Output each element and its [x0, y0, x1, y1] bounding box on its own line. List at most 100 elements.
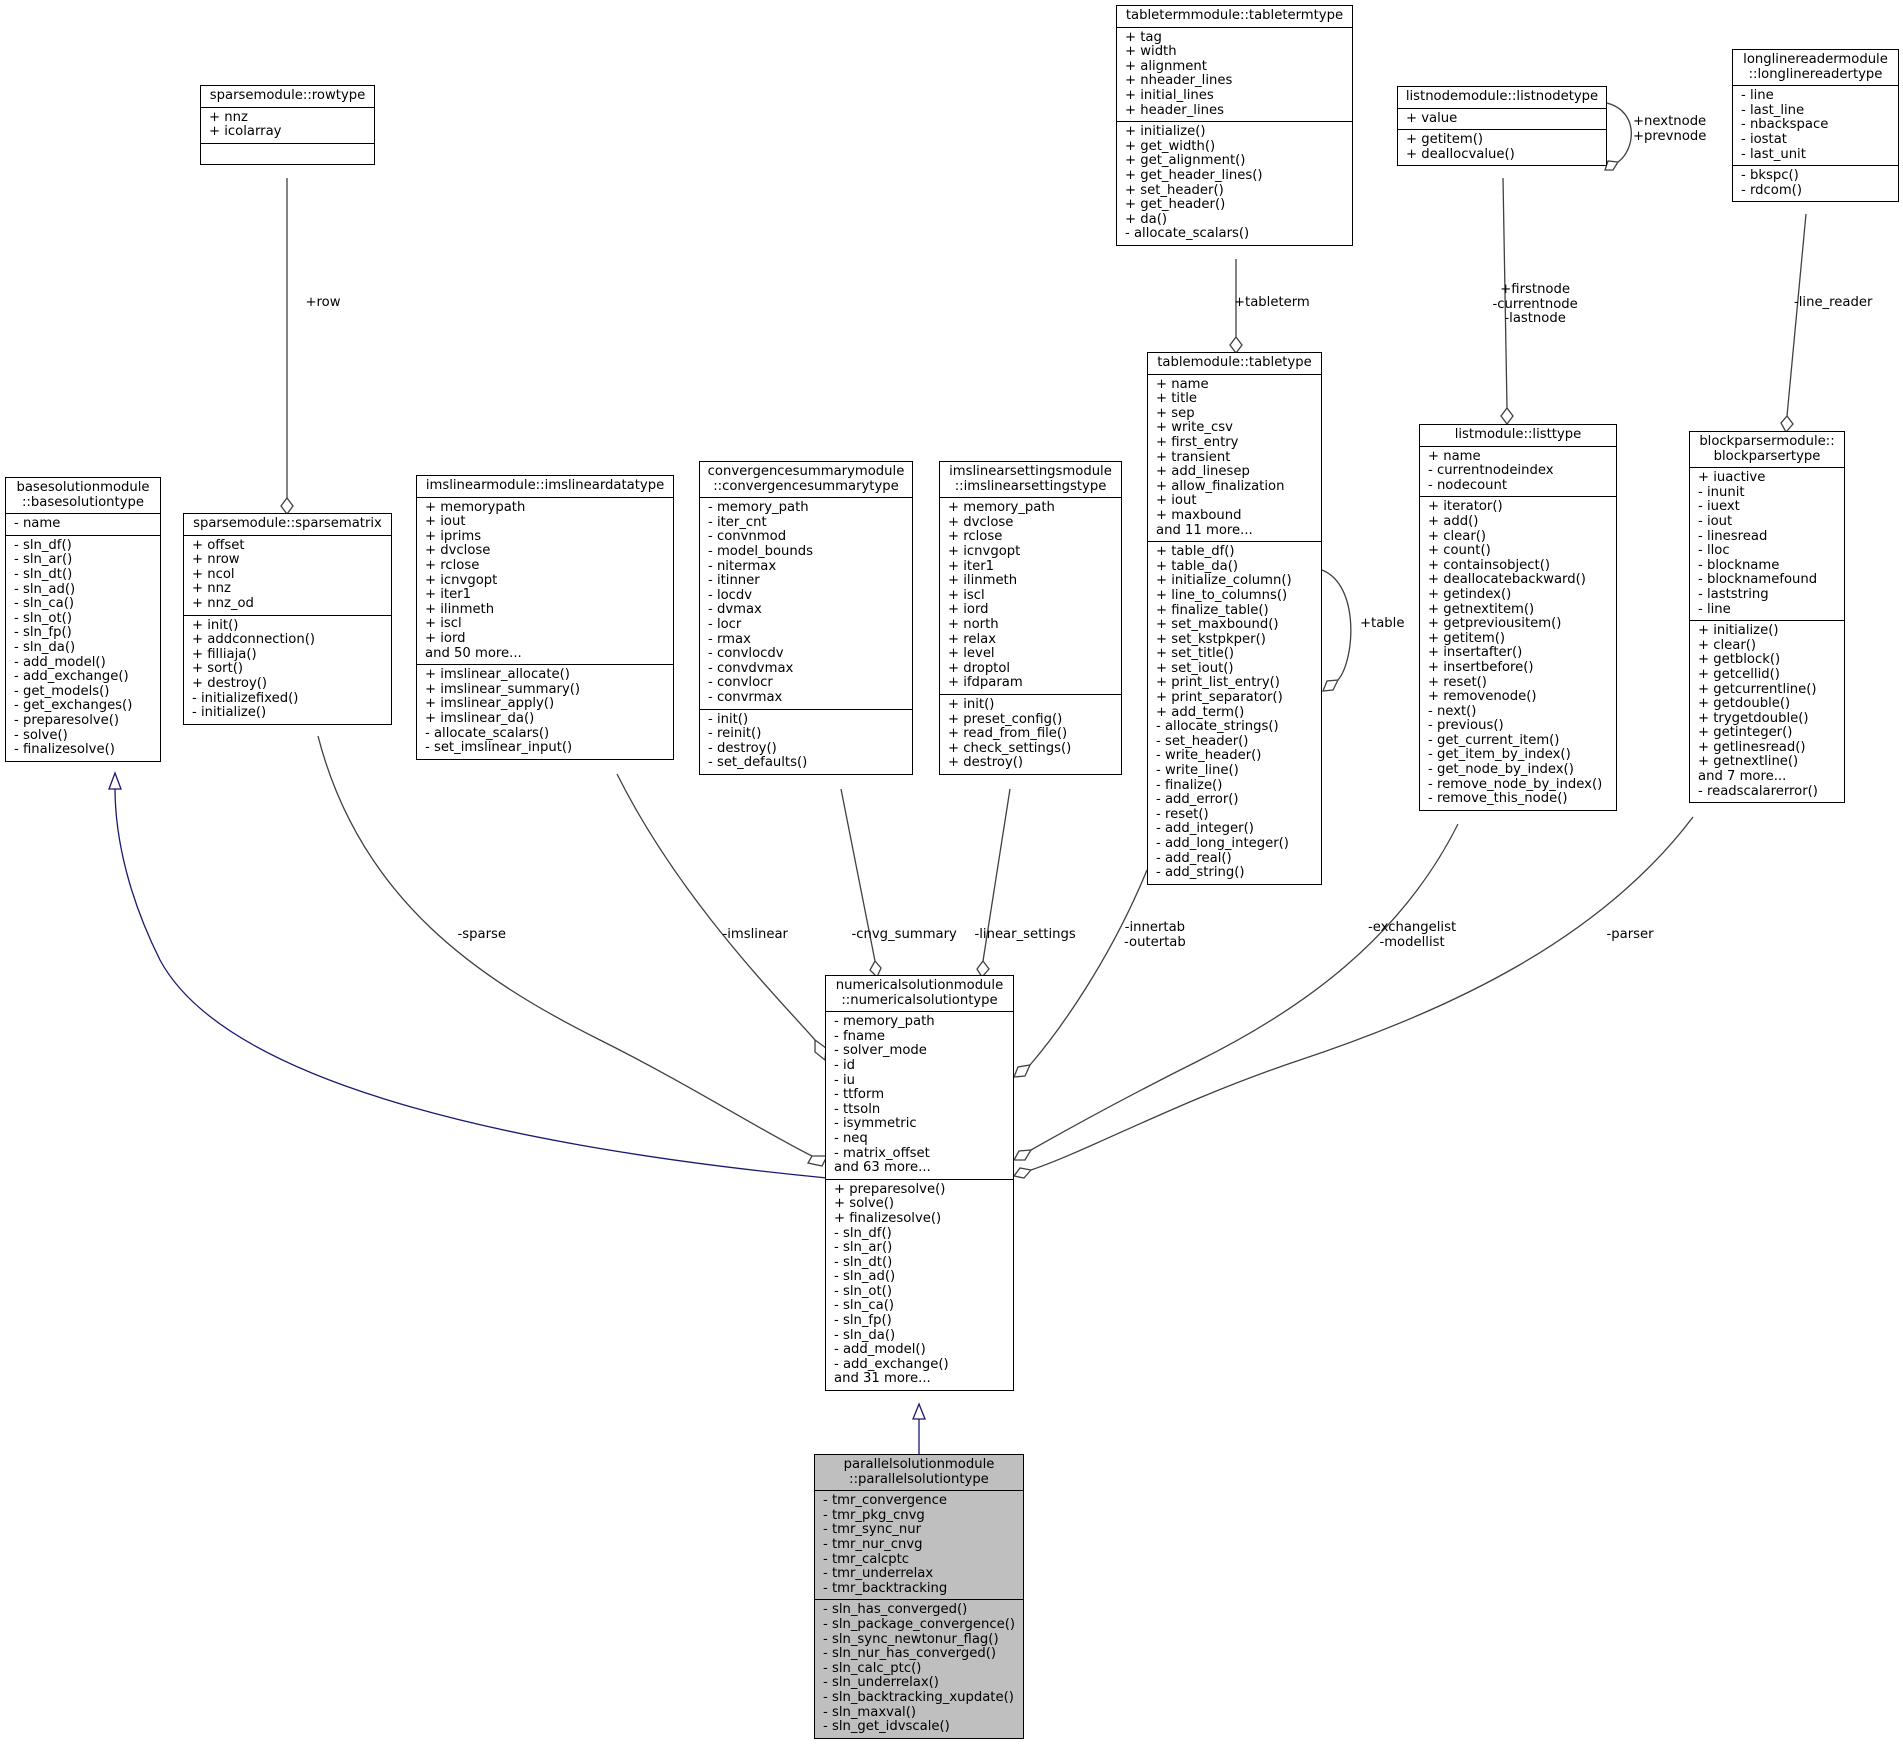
class-imslineardatatype[interactable]: imslinearmodule::imslineardatatype+ memo…: [416, 475, 674, 760]
attribute: - id: [834, 1057, 855, 1073]
aggregation-diamond-parser: [1012, 1167, 1033, 1179]
edge-table-self: [1321, 569, 1352, 681]
attribute: + iord: [425, 630, 466, 646]
method: + getnextitem(): [1428, 601, 1535, 617]
aggregation-diamond-row: [280, 496, 294, 516]
attribute: + north: [948, 616, 999, 632]
method: + init(): [948, 696, 995, 712]
attribute: + memory_path: [948, 500, 1055, 516]
edge-sparse: [317, 735, 813, 1157]
attribute: + header_lines: [1125, 102, 1224, 118]
method: + line_to_columns(): [1156, 587, 1288, 603]
method: - initializefixed(): [192, 690, 299, 706]
method: - sln_ca(): [834, 1298, 895, 1314]
attribute: + offset: [192, 537, 245, 553]
class-title: blockparsermodule::blockparsertype: [1690, 432, 1844, 469]
attribute: + dvclose: [425, 543, 491, 559]
edge-label-innerouter: -innertab-outertab: [1124, 920, 1186, 950]
method: - add_model(): [14, 654, 106, 670]
class-convergencesummarytype[interactable]: convergencesummarymodule::convergencesum…: [699, 461, 913, 775]
class-attributes: + memory_path+ dvclose+ rclose+ icnvgopt…: [940, 498, 1121, 695]
edge-label-line: -lastnode: [1504, 311, 1566, 327]
class-parallelsolutiontype[interactable]: parallelsolutionmodule::parallelsolution…: [814, 1454, 1024, 1739]
method: - solve(): [14, 727, 68, 743]
method: - init(): [708, 711, 749, 727]
edge-label-line: -currentnode: [1492, 296, 1578, 312]
edge-label-line-reader: -line_reader: [1794, 295, 1873, 310]
class-tabletype[interactable]: tablemodule::tabletype+ name+ title+ sep…: [1147, 352, 1322, 885]
method: - preparesolve(): [14, 712, 120, 728]
class-listtype[interactable]: listmodule::listtype+ name- currentnodei…: [1419, 424, 1617, 811]
method: - get_exchanges(): [14, 698, 133, 714]
attribute: + title: [1156, 391, 1198, 407]
method: + getlinesread(): [1698, 739, 1806, 755]
class-attributes: + offset+ nrow+ ncol+ nnz+ nnz_od: [184, 536, 391, 616]
class-title-line: basesolutionmodule: [16, 480, 150, 495]
attribute: - memory_path: [834, 1014, 935, 1030]
class-blockparsertype[interactable]: blockparsermodule::blockparsertype+ iuac…: [1689, 431, 1845, 804]
method: - get_node_by_index(): [1428, 762, 1574, 778]
method: - initialize(): [192, 705, 267, 721]
attribute: - iout: [1698, 513, 1733, 529]
method: - rdcom(): [1741, 182, 1802, 198]
attribute: + nnz_od: [192, 595, 254, 611]
attribute: + initial_lines: [1125, 87, 1214, 103]
class-sparsematrix[interactable]: sparsemodule::sparsematrix+ offset+ nrow…: [183, 513, 392, 725]
class-attributes: - name: [6, 514, 160, 536]
attribute: - locdv: [708, 587, 753, 603]
attribute: and 11 more...: [1156, 522, 1253, 538]
attribute: + iscl: [425, 616, 462, 632]
class-title: numericalsolutionmodule::numericalsoluti…: [826, 976, 1013, 1013]
method: + filliaja(): [192, 646, 257, 662]
class-title: parallelsolutionmodule::parallelsolution…: [815, 1455, 1023, 1492]
attribute: - iuext: [1698, 499, 1740, 515]
class-tabletermtype[interactable]: tabletermmodule::tabletermtype+ tag+ wid…: [1116, 5, 1353, 246]
class-methods: + init()+ addconnection()+ filliaja()+ s…: [184, 616, 391, 724]
class-longlinereadertype[interactable]: longlinereadermodule::longlinereadertype…: [1732, 49, 1899, 203]
class-numericalsolutiontype[interactable]: numericalsolutionmodule::numericalsoluti…: [825, 975, 1014, 1392]
edge-label-row: +row: [305, 295, 341, 310]
class-methods: - init()- reinit()- destroy()- set_defau…: [700, 710, 912, 774]
attribute: - tmr_convergence: [823, 1493, 947, 1509]
method: + table_da(): [1156, 558, 1238, 574]
edge-label-linear-settings: -linear_settings: [974, 927, 1076, 942]
method: - set_defaults(): [708, 755, 808, 771]
attribute: + iuactive: [1698, 470, 1766, 486]
attribute: - matrix_offset: [834, 1145, 930, 1161]
class-title-line: blockparsertype: [1713, 448, 1821, 464]
aggregation-diamond-table: [1321, 679, 1340, 692]
method: + clear(): [1428, 528, 1487, 544]
attribute: + add_linesep: [1156, 464, 1250, 480]
method: + add(): [1428, 513, 1479, 529]
method: + set_header(): [1125, 182, 1224, 198]
method: + deallocvalue(): [1406, 146, 1515, 162]
attribute: - convdvmax: [708, 660, 794, 676]
attribute: + alignment: [1125, 58, 1207, 74]
method: - bkspc(): [1741, 168, 1799, 184]
method: - previous(): [1428, 718, 1504, 734]
attribute: - currentnodeindex: [1428, 463, 1554, 479]
class-title-line: listnodemodule::listnodetype: [1405, 89, 1599, 104]
class-rowtype[interactable]: sparsemodule::rowtype+ nnz+ icolarray: [200, 85, 375, 165]
edge-label-parser: -parser: [1606, 927, 1654, 942]
attribute: + memorypath: [425, 499, 526, 515]
class-imslinearsettingstype[interactable]: imslinearsettingsmodule::imslinearsettin…: [939, 461, 1122, 775]
class-attributes: - memory_path- iter_cnt- convnmod- model…: [700, 498, 912, 710]
method: - sln_calc_ptc(): [823, 1660, 922, 1676]
class-attributes: + name+ title+ sep+ write_csv+ first_ent…: [1148, 375, 1321, 543]
class-title: tablemodule::tabletype: [1148, 353, 1321, 375]
class-basesolutiontype[interactable]: basesolutionmodule::basesolutiontype- na…: [5, 477, 161, 762]
attribute: - convlocr: [708, 675, 773, 691]
attribute: - fname: [834, 1028, 885, 1044]
method: - sln_fp(): [14, 625, 72, 641]
attribute: and 50 more...: [425, 645, 522, 661]
class-title-line: ::convergencesummarytype: [713, 478, 899, 494]
class-title-line: longlinereadermodule: [1743, 52, 1888, 67]
method: + getnextline(): [1698, 754, 1799, 770]
class-title-line: sparsemodule::sparsematrix: [193, 516, 382, 531]
attribute: + first_entry: [1156, 434, 1239, 450]
attribute: + tag: [1125, 29, 1162, 45]
method: + iterator(): [1428, 499, 1503, 515]
attribute: - blocknamefound: [1698, 572, 1818, 588]
class-listnodetype[interactable]: listnodemodule::listnodetype+ value+ get…: [1397, 86, 1607, 167]
